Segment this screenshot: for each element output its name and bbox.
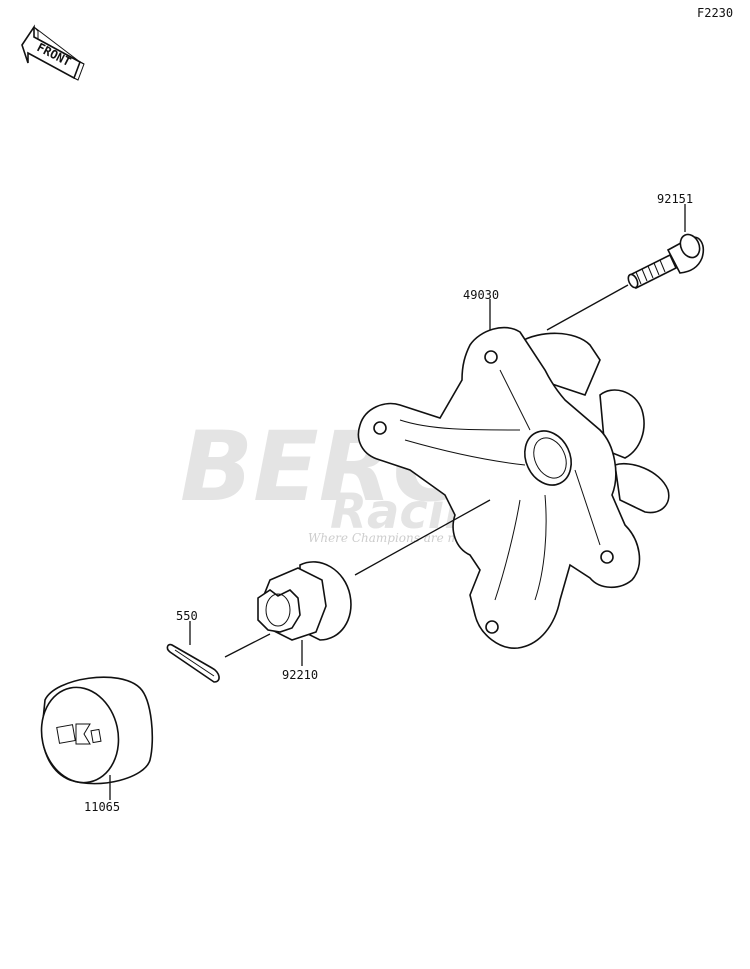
part-number-11065: 11065 [84,800,120,814]
wheel-stud-92151 [627,233,705,290]
hub-cap-11065 [40,676,154,785]
leader-lines [109,204,686,800]
hub-49030 [357,326,670,649]
part-number-550: 550 [176,609,198,623]
figure-code: F2230 [697,6,733,20]
part-number-49030: 49030 [463,288,499,302]
front-arrow-icon: FRONT [21,24,85,81]
watermark-tagline: Where Champions are made [308,531,481,545]
cotter-pin-550 [166,643,220,683]
castle-nut-92210 [257,561,352,641]
kawasaki-emblem-icon [56,723,102,745]
part-number-92151: 92151 [657,192,693,206]
part-number-92210: 92210 [282,668,318,682]
